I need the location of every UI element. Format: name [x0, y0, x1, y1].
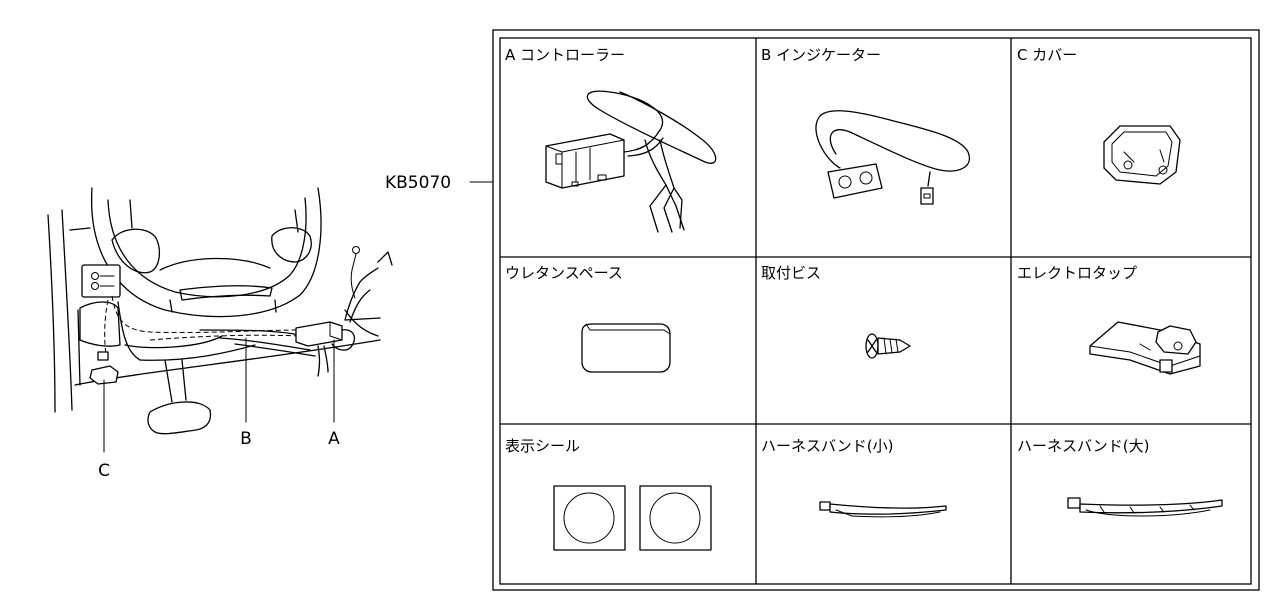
- part-label-indicator: B インジケーター: [761, 46, 881, 64]
- inner-frame: [499, 37, 1252, 585]
- harness-band-small-drawing: [819, 501, 947, 518]
- outer-frame: [492, 29, 1260, 591]
- electro-tap-drawing: [1089, 321, 1201, 375]
- cover-drawing: [1103, 125, 1181, 185]
- part-label-urethane-spacer: ウレタンスペース: [505, 264, 623, 282]
- part-label-display-seal: 表示シール: [505, 437, 580, 455]
- part-label-harness-band-large: ハーネスバンド(大): [1017, 437, 1149, 455]
- steering-wheel-rim: [90, 187, 322, 318]
- part-label-screw: 取付ビス: [761, 264, 821, 282]
- part-label-electro-tap: エレクトロタップ: [1017, 264, 1137, 282]
- parts-table: A コントローラー B インジケーター C カバー ウレタンスペース 取付ビス …: [492, 29, 1260, 591]
- callout-b: B: [240, 429, 252, 449]
- indicator-mounted: [81, 264, 121, 298]
- screw-drawing: [865, 333, 911, 359]
- controller-mounted: [295, 321, 343, 347]
- part-label-controller: A コントローラー: [505, 46, 625, 64]
- installation-view: A B C: [47, 187, 393, 481]
- brake-pedal: [147, 401, 212, 435]
- harness-band-large-drawing: [1067, 497, 1223, 517]
- callout-a: A: [328, 429, 340, 449]
- display-seal-drawing: [553, 485, 712, 551]
- part-label-harness-band-small: ハーネスバンド(小): [761, 437, 893, 455]
- part-label-cover: C カバー: [1017, 46, 1077, 64]
- callout-c: C: [98, 461, 110, 481]
- cover-mounted: [89, 365, 119, 385]
- controller-drawing: [545, 90, 717, 233]
- kit-number-label: KB5070: [385, 173, 451, 193]
- urethane-spacer-drawing: [581, 323, 671, 373]
- indicator-drawing: [815, 110, 970, 205]
